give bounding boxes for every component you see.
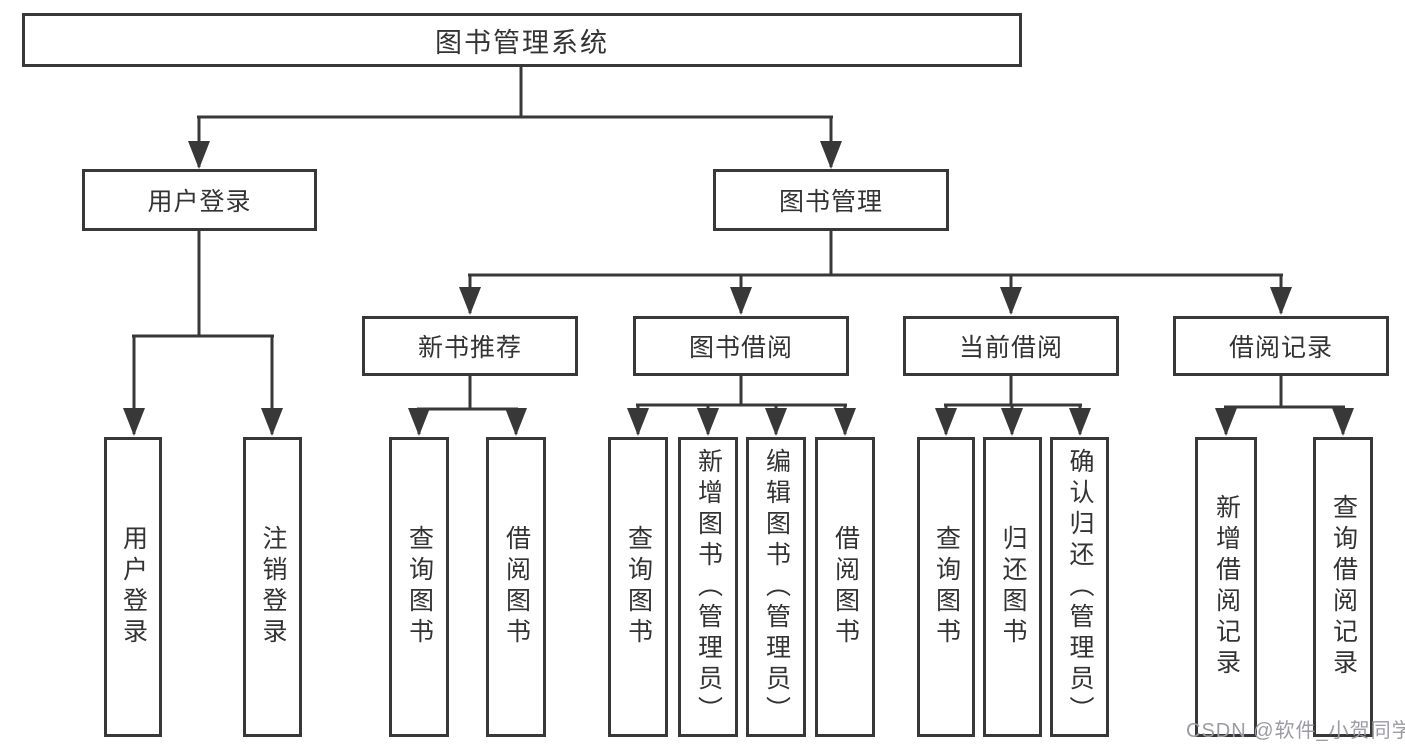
node-label: 图书借阅 — [688, 334, 793, 362]
leaf-borrow-borrow-books: 借阅图书 — [815, 437, 875, 737]
node-root-system: 图书管理系统 — [22, 13, 1022, 67]
node-label: 新书推荐 — [417, 334, 522, 362]
leaf-label: 查询图书 — [405, 525, 434, 649]
leaf-label: 查询图书 — [932, 525, 961, 649]
node-label: 借阅记录 — [1228, 334, 1333, 362]
leaf-logout: 注销登录 — [243, 437, 302, 737]
node-borrowing-records: 借阅记录 — [1173, 316, 1389, 376]
leaf-user-login: 用户登录 — [104, 437, 162, 737]
leaf-label: 归还图书 — [999, 525, 1027, 649]
leaf-label: 确认归还（管理员） — [1066, 447, 1094, 727]
leaf-label: 借阅图书 — [502, 525, 531, 649]
leaf-label: 查询图书 — [624, 525, 653, 649]
leaf-label: 新增图书（管理员） — [694, 447, 723, 727]
leaf-label: 查询借阅记录 — [1329, 494, 1358, 680]
leaf-recommend-query-books: 查询图书 — [389, 437, 449, 737]
leaf-borrow-query-books: 查询图书 — [608, 437, 668, 737]
leaf-borrow-edit-books-admin: 编辑图书（管理员） — [746, 437, 806, 737]
leaf-label: 用户登录 — [119, 525, 148, 649]
leaf-current-query-books: 查询图书 — [917, 437, 975, 737]
leaf-label: 编辑图书（管理员） — [762, 447, 791, 727]
leaf-records-query-record: 查询借阅记录 — [1313, 437, 1373, 737]
node-new-book-recommend: 新书推荐 — [362, 316, 578, 376]
node-label: 当前借阅 — [958, 334, 1063, 362]
leaf-label: 借阅图书 — [831, 525, 860, 649]
node-label: 图书管理 — [778, 188, 883, 216]
leaf-borrow-add-books-admin: 新增图书（管理员） — [678, 437, 738, 737]
node-current-borrowing: 当前借阅 — [903, 316, 1119, 376]
node-root-label: 图书管理系统 — [435, 27, 609, 58]
leaf-recommend-borrow-books: 借阅图书 — [486, 437, 546, 737]
node-book-borrowing: 图书借阅 — [633, 316, 849, 376]
leaf-current-confirm-return-admin: 确认归还（管理员） — [1050, 437, 1109, 737]
node-book-management-module: 图书管理 — [713, 169, 949, 231]
leaf-current-return-books: 归还图书 — [983, 437, 1042, 737]
node-user-login-module: 用户登录 — [82, 169, 317, 231]
node-label: 用户登录 — [147, 188, 252, 216]
leaf-label: 新增借阅记录 — [1212, 494, 1241, 680]
leaf-records-add-record: 新增借阅记录 — [1195, 437, 1257, 737]
csdn-watermark: CSDN @软件_小贺同学 — [1186, 720, 1405, 742]
leaf-label: 注销登录 — [259, 525, 287, 649]
